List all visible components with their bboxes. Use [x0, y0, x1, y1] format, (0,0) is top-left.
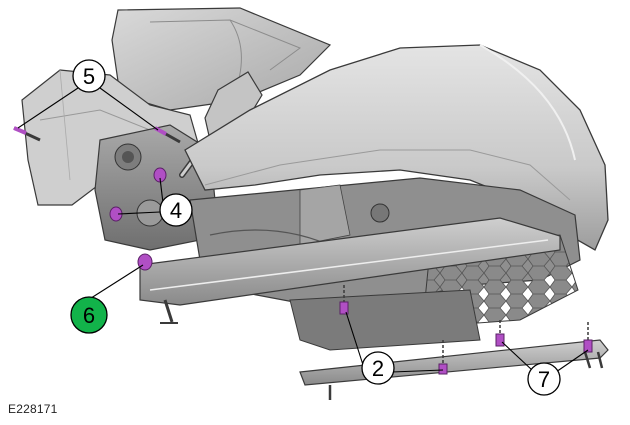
svg-text:4: 4 — [170, 198, 182, 223]
seat-side-rail — [139, 217, 561, 324]
callout-7: 7 — [527, 362, 561, 396]
svg-text:2: 2 — [372, 356, 384, 381]
callout-5: 5 — [72, 59, 106, 93]
callout-2: 2 — [361, 351, 395, 385]
svg-text:6: 6 — [83, 303, 95, 328]
callout-4: 4 — [159, 193, 193, 227]
seat-cushion — [184, 44, 609, 251]
fastener-6 — [137, 253, 153, 271]
figure-id: E228171 — [8, 402, 58, 416]
fastener-5a — [13, 126, 41, 142]
callout-6: 6 — [70, 296, 108, 334]
leader-lines — [17, 87, 589, 373]
fastener-7a — [495, 320, 505, 347]
seat-track — [289, 289, 609, 400]
fastener-7b — [583, 322, 593, 353]
fastener-2a — [339, 285, 349, 315]
svg-text:5: 5 — [83, 64, 95, 89]
fastener-2b — [438, 340, 448, 375]
svg-text:7: 7 — [538, 367, 550, 392]
